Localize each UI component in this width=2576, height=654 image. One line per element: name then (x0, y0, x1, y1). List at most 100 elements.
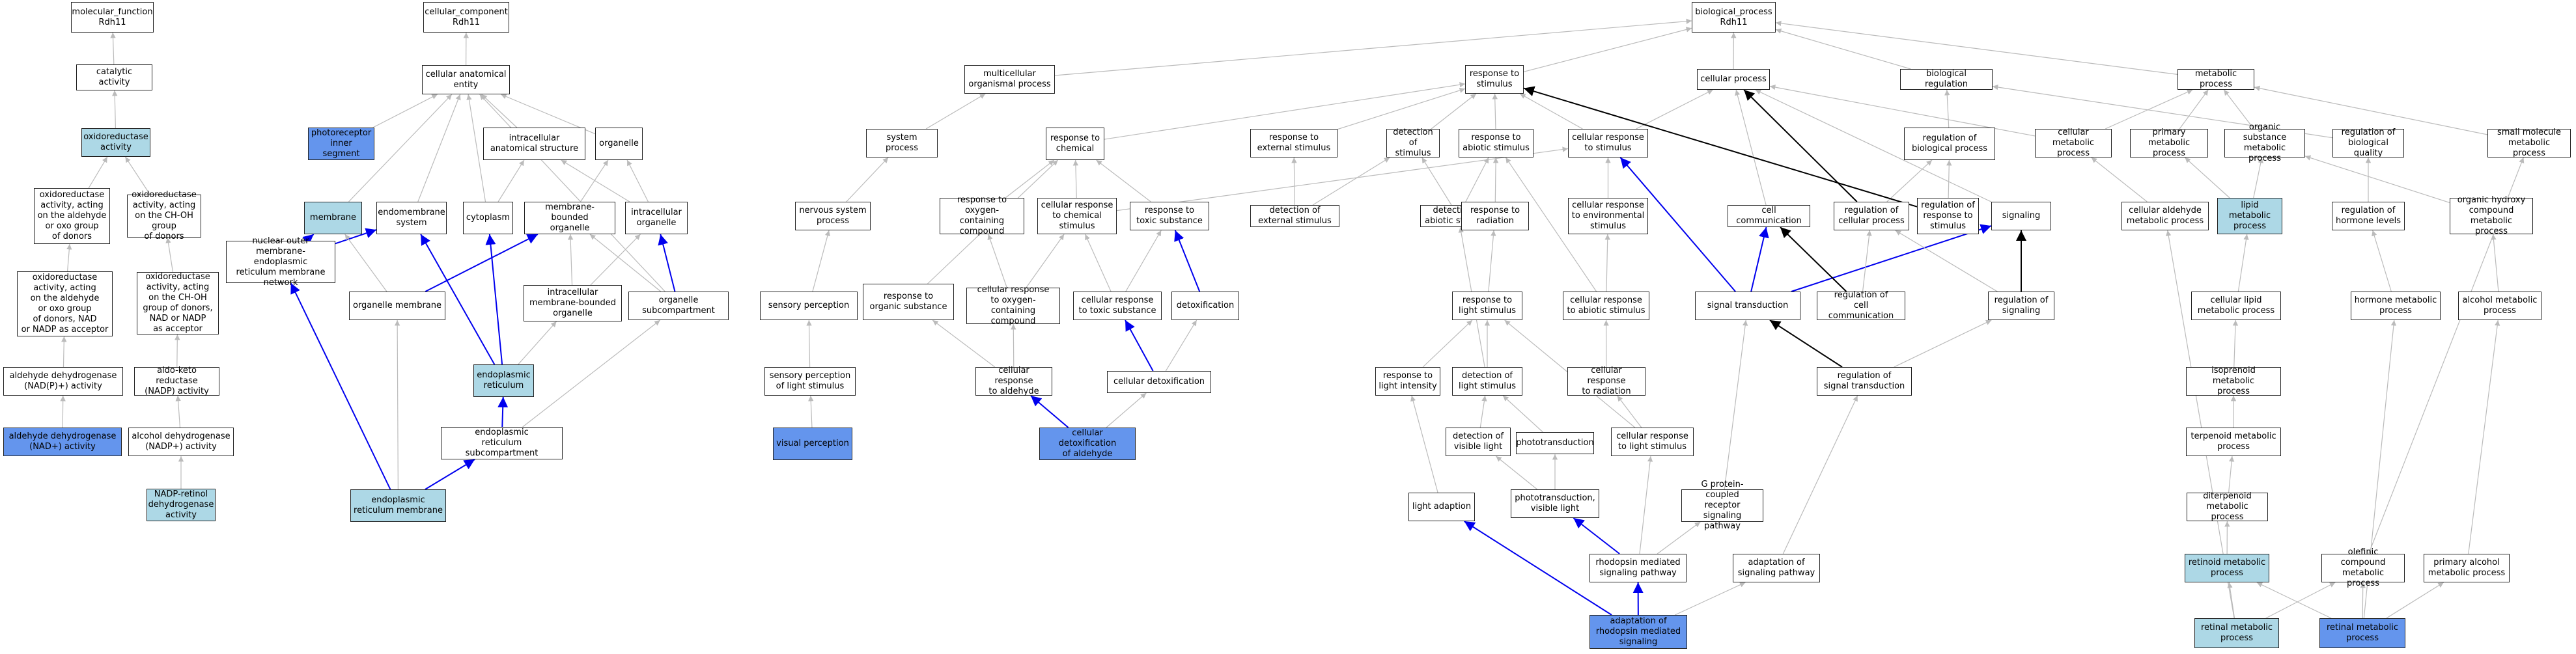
go-term-gpcr[interactable]: G protein-coupled receptor signaling pat… (1681, 480, 1763, 531)
go-term-cytoplasm[interactable]: cytoplasm (463, 202, 513, 234)
go-term-adapt-sig[interactable]: adaptation of signaling pathway (1733, 554, 1820, 582)
go-term-resp-org-subst[interactable]: response to organic substance (863, 284, 954, 320)
go-term-cell-resp-env[interactable]: cellular response to environmental stimu… (1568, 198, 1648, 234)
go-term-reg-resp-stim[interactable]: regulation of response to stimulus (1917, 198, 1979, 234)
go-term-cell-lipid-met[interactable]: cellular lipid metabolic process (2191, 292, 2281, 320)
go-term-retinal-met-l[interactable]: retinal metabolic process (2194, 618, 2279, 648)
go-term-alcohol-met[interactable]: alcohol metabolic process (2458, 292, 2541, 320)
go-term-cell-resp-rad[interactable]: cellular response to radiation (1567, 366, 1645, 396)
go-term-diterpenoid[interactable]: diterpenoid metabolic process (2187, 491, 2268, 522)
go-term-met-proc[interactable]: metabolic process (2177, 69, 2254, 90)
go-term-sens-perc-light[interactable]: sensory perception of light stimulus (764, 367, 856, 396)
go-term-nadp-retinol[interactable]: NADP-retinol dehydrogenase activity (147, 489, 216, 521)
go-term-cell-resp-stim[interactable]: cellular response to stimulus (1568, 129, 1648, 157)
go-term-det-visible[interactable]: detection of visible light (1446, 428, 1511, 456)
go-term-endomembrane[interactable]: endomembrane system (376, 202, 447, 234)
go-term-retinoid-met[interactable]: retinoid metabolic process (2185, 554, 2269, 582)
go-term-resp-light[interactable]: response to light stimulus (1452, 292, 1522, 320)
go-term-cell-resp-ald[interactable]: cellular response to aldehyde (975, 366, 1052, 396)
go-term-multicell[interactable]: multicellular organismal process (964, 65, 1055, 94)
go-term-cell-comm[interactable]: cell communication (1728, 205, 1810, 227)
go-term-cell-detox-ald[interactable]: cellular detoxification of aldehyde (1039, 428, 1136, 460)
go-term-ox-nad[interactable]: oxidoreductase activity, acting on the a… (17, 271, 113, 336)
go-term-phototrans[interactable]: phototransduction (1516, 432, 1594, 454)
go-term-org-hydroxy[interactable]: organic hydroxy compound metabolic proce… (2450, 195, 2533, 236)
go-term-resp-chem[interactable]: response to chemical (1046, 128, 1104, 160)
go-term-signaling[interactable]: signaling (1991, 202, 2051, 230)
go-term-ox-chohs[interactable]: oxidoreductase activity, acting on the C… (127, 190, 201, 241)
go-term-cell-ald-met[interactable]: cellular aldehyde metabolic process (2121, 202, 2209, 230)
go-term-visual-perc[interactable]: visual perception (773, 428, 852, 460)
go-term-er-membrane[interactable]: endoplasmic reticulum membrane (350, 489, 446, 522)
go-term-er-subcomp[interactable]: endoplasmic reticulum subcompartment (441, 427, 563, 459)
go-term-small-mol[interactable]: small molecule metabolic process (2487, 128, 2571, 158)
go-term-intra-mbo[interactable]: intracellular membrane-bounded organelle (524, 285, 622, 321)
go-term-sens-perc[interactable]: sensory perception (760, 292, 858, 320)
go-term-resp-light-int[interactable]: response to light intensity (1375, 367, 1440, 396)
go-term-reg-bio-qual[interactable]: regulation of biological quality (2332, 128, 2404, 158)
go-term-membrane[interactable]: membrane (304, 202, 362, 234)
go-term-rhodopsin[interactable]: rhodopsin mediated signaling pathway (1589, 554, 1687, 582)
go-term-photoreceptor[interactable]: photoreceptor inner segment (308, 128, 374, 160)
go-term-bio-reg[interactable]: biological regulation (1900, 69, 1993, 90)
go-term-det-ext[interactable]: detection of external stimulus (1250, 205, 1339, 227)
go-term-light-adapt[interactable]: light adaption (1408, 493, 1475, 521)
go-term-ox-aldehyde[interactable]: oxidoreductase activity, acting on the a… (34, 188, 110, 244)
go-term-adapt-rhod[interactable]: adaptation of rhodopsin mediated signali… (1589, 615, 1687, 649)
go-term-organelle[interactable]: organelle (595, 128, 643, 160)
go-term-prim-alcohol[interactable]: primary alcohol metabolic process (2424, 554, 2510, 582)
go-term-retinal-met-b[interactable]: retinal metabolic process (2319, 618, 2405, 648)
go-term-org-subcomp[interactable]: organelle subcompartment (628, 292, 729, 320)
go-term-cell-resp-light[interactable]: cellular response to light stimulus (1611, 428, 1694, 456)
go-term-det-stim[interactable]: detection of stimulus (1386, 128, 1440, 158)
go-term-reg-sig[interactable]: regulation of signaling (1988, 292, 2054, 320)
go-term-resp-toxic[interactable]: response to toxic substance (1130, 202, 1209, 230)
go-term-er[interactable]: endoplasmic reticulum (473, 364, 534, 397)
go-term-mf[interactable]: molecular_function Rdh11 (71, 2, 154, 33)
go-term-prim-met[interactable]: primary metabolic process (2130, 128, 2208, 158)
go-term-catalytic[interactable]: catalytic activity (76, 64, 152, 90)
go-term-org-subst[interactable]: organic substance metabolic process (2224, 122, 2305, 163)
go-term-cell-resp-toxic[interactable]: cellular response to toxic substance (1073, 292, 1162, 320)
go-term-resp-oxy[interactable]: response to oxygen-containing compound (940, 195, 1024, 236)
go-term-cc[interactable]: cellular_component Rdh11 (423, 2, 509, 33)
go-term-detox[interactable]: detoxification (1171, 292, 1239, 320)
go-term-photo-visible[interactable]: phototransduction, visible light (1511, 489, 1599, 518)
go-term-reg-bio[interactable]: regulation of biological process (1904, 128, 1995, 160)
go-term-intracell-struct[interactable]: intracellular anatomical structure (483, 128, 585, 160)
go-term-lipid-met[interactable]: lipid metabolic process (2217, 198, 2282, 234)
go-term-bp[interactable]: biological_process Rdh11 (1692, 2, 1776, 33)
go-term-reg-hormone[interactable]: regulation of hormone levels (2332, 202, 2405, 230)
go-term-oxidored[interactable]: oxidoreductase activity (81, 128, 150, 157)
go-term-resp-ext[interactable]: response to external stimulus (1250, 129, 1337, 157)
go-term-sys-proc[interactable]: system process (866, 129, 938, 157)
go-term-cell-proc[interactable]: cellular process (1697, 69, 1770, 90)
go-term-reg-cell-proc[interactable]: regulation of cellular process (1834, 202, 1909, 230)
go-term-olefinic[interactable]: olefinic compound metabolic process (2321, 547, 2405, 588)
go-term-ox-choh-nad[interactable]: oxidoreductase activity, acting on the C… (137, 272, 219, 334)
go-term-resp-abiotic[interactable]: response to abiotic stimulus (1459, 129, 1533, 157)
go-term-cell-resp-chem[interactable]: cellular response to chemical stimulus (1037, 198, 1117, 234)
go-term-nervous[interactable]: nervous system process (795, 202, 871, 230)
go-term-reg-cell-comm[interactable]: regulation of cell communication (1817, 290, 1905, 321)
go-term-resp-rad[interactable]: response to radiation (1461, 202, 1529, 230)
go-term-cell-met[interactable]: cellular metabolic process (2035, 128, 2112, 158)
go-term-ald-dehyd-nadp[interactable]: aldehyde dehydrogenase (NAD(P)+) activit… (3, 367, 123, 396)
go-term-resp-stim[interactable]: response to stimulus (1465, 65, 1524, 94)
go-term-mbo[interactable]: membrane-bounded organelle (524, 202, 615, 234)
go-term-intra-org[interactable]: intracellular organelle (625, 202, 688, 234)
go-term-reg-sig-trans[interactable]: regulation of signal transduction (1817, 367, 1912, 396)
go-term-aldo-keto[interactable]: aldo-keto reductase (NADP) activity (134, 366, 219, 396)
go-term-nuclear-outer[interactable]: nuclear outer membrane-endoplasmic retic… (226, 236, 335, 288)
go-term-terpenoid[interactable]: terpenoid metabolic process (2186, 428, 2281, 456)
go-term-sig-trans[interactable]: signal transduction (1695, 292, 1800, 320)
go-term-det-light[interactable]: detection of light stimulus (1452, 367, 1522, 396)
go-term-cae[interactable]: cellular anatomical entity (422, 65, 510, 94)
go-term-org-membrane[interactable]: organelle membrane (349, 292, 445, 320)
go-term-cell-resp-oxy[interactable]: cellular response to oxygen-containing c… (966, 285, 1060, 326)
go-term-cell-resp-abiotic[interactable]: cellular response to abiotic stimulus (1563, 292, 1649, 320)
go-term-alc-dehyd[interactable]: alcohol dehydrogenase (NADP+) activity (128, 428, 234, 456)
go-term-isoprenoid[interactable]: isoprenoid metabolic process (2186, 366, 2281, 396)
go-term-hormone-met[interactable]: hormone metabolic process (2351, 292, 2441, 320)
go-term-cell-detox[interactable]: cellular detoxification (1107, 371, 1211, 393)
